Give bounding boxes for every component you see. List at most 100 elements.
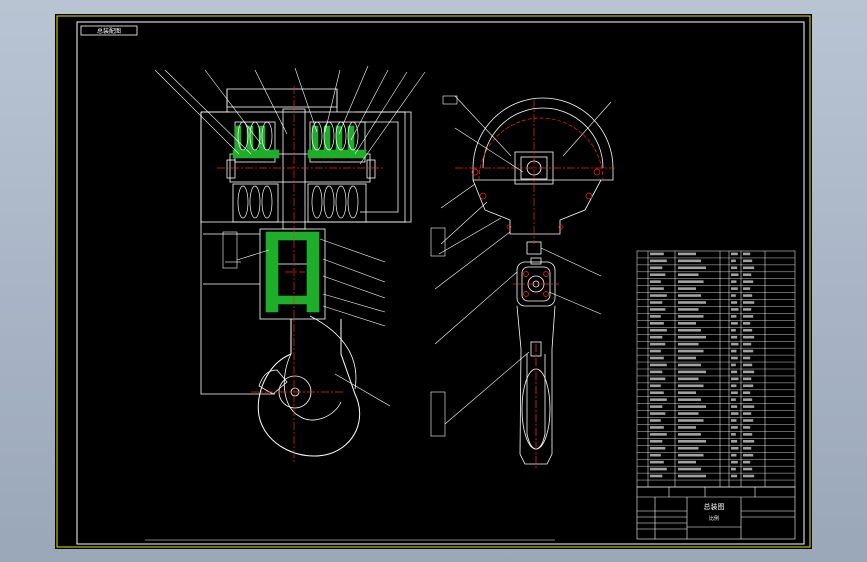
bom-cell-mark (743, 412, 752, 415)
bom-cell-mark (650, 328, 667, 332)
bom-cell-mark (731, 474, 738, 478)
bom-cell-mark (743, 453, 754, 457)
callout-boxes (222, 95, 458, 437)
bom-cell-mark (743, 419, 754, 422)
bom-cell-mark (731, 363, 736, 367)
bom-cell-mark (650, 335, 663, 339)
bom-cell-mark (650, 356, 664, 360)
bom-cell-mark (650, 433, 667, 436)
bom-cell-mark (743, 315, 754, 318)
bom-cell-mark (743, 335, 755, 339)
bom-cell-mark (678, 273, 699, 277)
bom-cell-mark (678, 398, 701, 401)
bom-rows (637, 257, 795, 481)
bom-cell-mark (731, 467, 736, 471)
bom-cell-mark (678, 440, 706, 443)
bom-cell-mark (731, 335, 738, 339)
bom-cell-mark (731, 433, 736, 436)
bom-cell-mark (731, 342, 739, 346)
bom-cell-mark (678, 301, 706, 304)
front-section-view (200, 88, 412, 457)
bom-cell-mark (678, 266, 706, 270)
bom-cell-mark (731, 440, 738, 443)
bom-cell-mark (743, 301, 755, 304)
corner-note-box (80, 25, 138, 36)
bom-cell-mark (731, 412, 739, 415)
drawing-scale-label: 比例 (709, 515, 719, 522)
bom-cell-mark (731, 405, 738, 408)
bom-cell-mark (678, 370, 706, 374)
bom-cell-mark (678, 349, 704, 353)
bom-cell-mark (743, 349, 754, 353)
leader-lines-right (434, 95, 612, 425)
bom-cell-mark (731, 349, 737, 353)
bom-cell-mark (678, 315, 704, 318)
bom-cell-mark (650, 474, 663, 478)
bom-cell-mark (731, 301, 738, 304)
bom-cell-mark (678, 287, 696, 290)
side-view-red-details (455, 100, 615, 297)
bom-cell-mark (678, 384, 704, 388)
bom-cell-mark (650, 252, 664, 256)
bom-cell-mark (678, 391, 696, 395)
bom-cell-mark (650, 384, 661, 388)
bom-cell-mark (743, 460, 751, 464)
bom-cell-mark (743, 398, 753, 401)
bom-cell-mark (743, 474, 755, 478)
bom-cell-mark (731, 322, 738, 325)
corner-note-text: 总装配图 (97, 27, 121, 35)
bom-cell-mark (731, 426, 738, 429)
bom-cell-mark (678, 342, 699, 346)
bom-cell-mark (743, 370, 755, 374)
bom-cell-mark (731, 391, 738, 395)
bom-cell-mark (731, 384, 737, 388)
inner-frame (76, 21, 805, 545)
bom-cell-mark (731, 453, 737, 457)
bom-cell-mark (743, 467, 753, 471)
outer-border (56, 15, 811, 548)
bom-cell-mark (678, 363, 701, 367)
bom-cell-mark (731, 446, 739, 450)
bom-cell-mark (678, 426, 696, 429)
bom-cell-mark (678, 453, 704, 457)
bom-cell-mark (678, 419, 704, 422)
bom-cell-mark (743, 433, 753, 436)
bom-cell-mark (731, 266, 738, 270)
bom-cell-mark (650, 446, 666, 450)
bom-cell-mark (743, 446, 752, 450)
bom-cell-mark (650, 426, 664, 429)
bom-cell-mark (743, 377, 752, 381)
bom-cell-mark (731, 273, 739, 277)
bom-cell-mark (743, 342, 752, 346)
bom-cell-mark (743, 384, 754, 388)
bom-cell-mark (731, 315, 737, 318)
bom-cell-mark (678, 474, 706, 478)
center-lines (217, 86, 385, 462)
bom-cell-mark (678, 294, 701, 297)
bom-cell-mark (731, 287, 738, 290)
bom-cell-mark (650, 294, 667, 297)
bom-cell-mark (650, 301, 663, 304)
bom-cell-mark (650, 419, 661, 422)
bom-cell-mark (650, 405, 663, 408)
pulley-sheaves (237, 121, 359, 219)
bom-cell-mark (743, 328, 753, 332)
bom-cell-mark (743, 273, 752, 277)
bom-cell-mark (743, 363, 753, 367)
bom-cell-mark (731, 280, 737, 283)
bom-cell-mark (678, 356, 696, 360)
bom-cell-mark (731, 419, 737, 422)
bom-cell-mark (650, 391, 664, 395)
bom-cell-mark (743, 426, 751, 429)
bom-cell-mark (743, 280, 754, 283)
bom-cell-mark (731, 308, 739, 311)
bom-cell-mark (650, 440, 663, 443)
bom-cell-mark (650, 363, 667, 367)
bom-cell-mark (650, 370, 663, 374)
bom-cell-mark (650, 460, 664, 464)
bom-cell-mark (650, 412, 666, 415)
bom-cell-mark (678, 252, 696, 256)
bom-cell-mark (678, 322, 696, 325)
bom-cell-mark (731, 460, 738, 464)
bom-cell-mark (743, 391, 751, 395)
